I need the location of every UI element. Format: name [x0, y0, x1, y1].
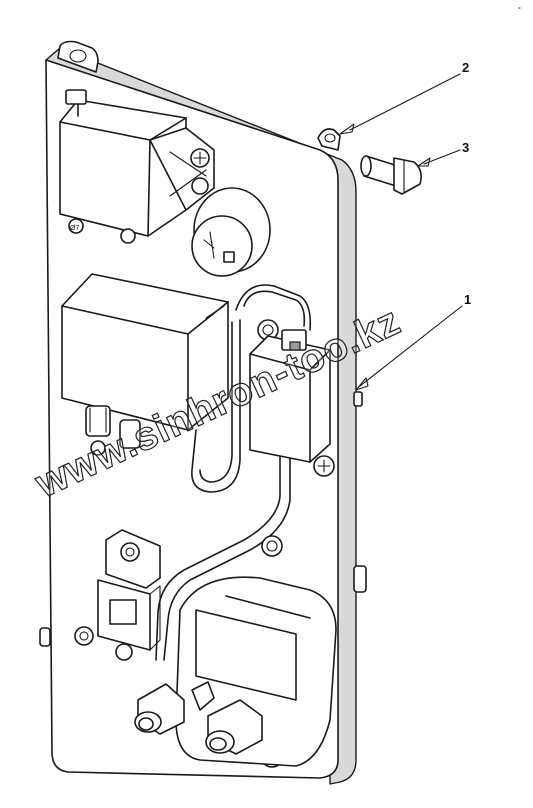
terminal-base — [134, 576, 337, 767]
small-module — [249, 329, 335, 477]
loose-bolt — [360, 155, 422, 195]
callout-label-1: 1 — [464, 292, 471, 307]
callout-label-2: 2 — [462, 60, 469, 75]
round-socket — [191, 187, 271, 277]
terminal-stud-right — [205, 699, 263, 755]
relay-tag: Ø7 — [70, 225, 79, 232]
terminal-stud-left — [134, 683, 185, 735]
callout-leaders — [339, 73, 463, 391]
toggle-switch — [97, 529, 161, 661]
main-relay — [61, 273, 229, 449]
corner-mark: ° — [518, 6, 521, 14]
upper-relay: Ø7 — [59, 89, 215, 244]
callout-label-3: 3 — [462, 140, 469, 155]
